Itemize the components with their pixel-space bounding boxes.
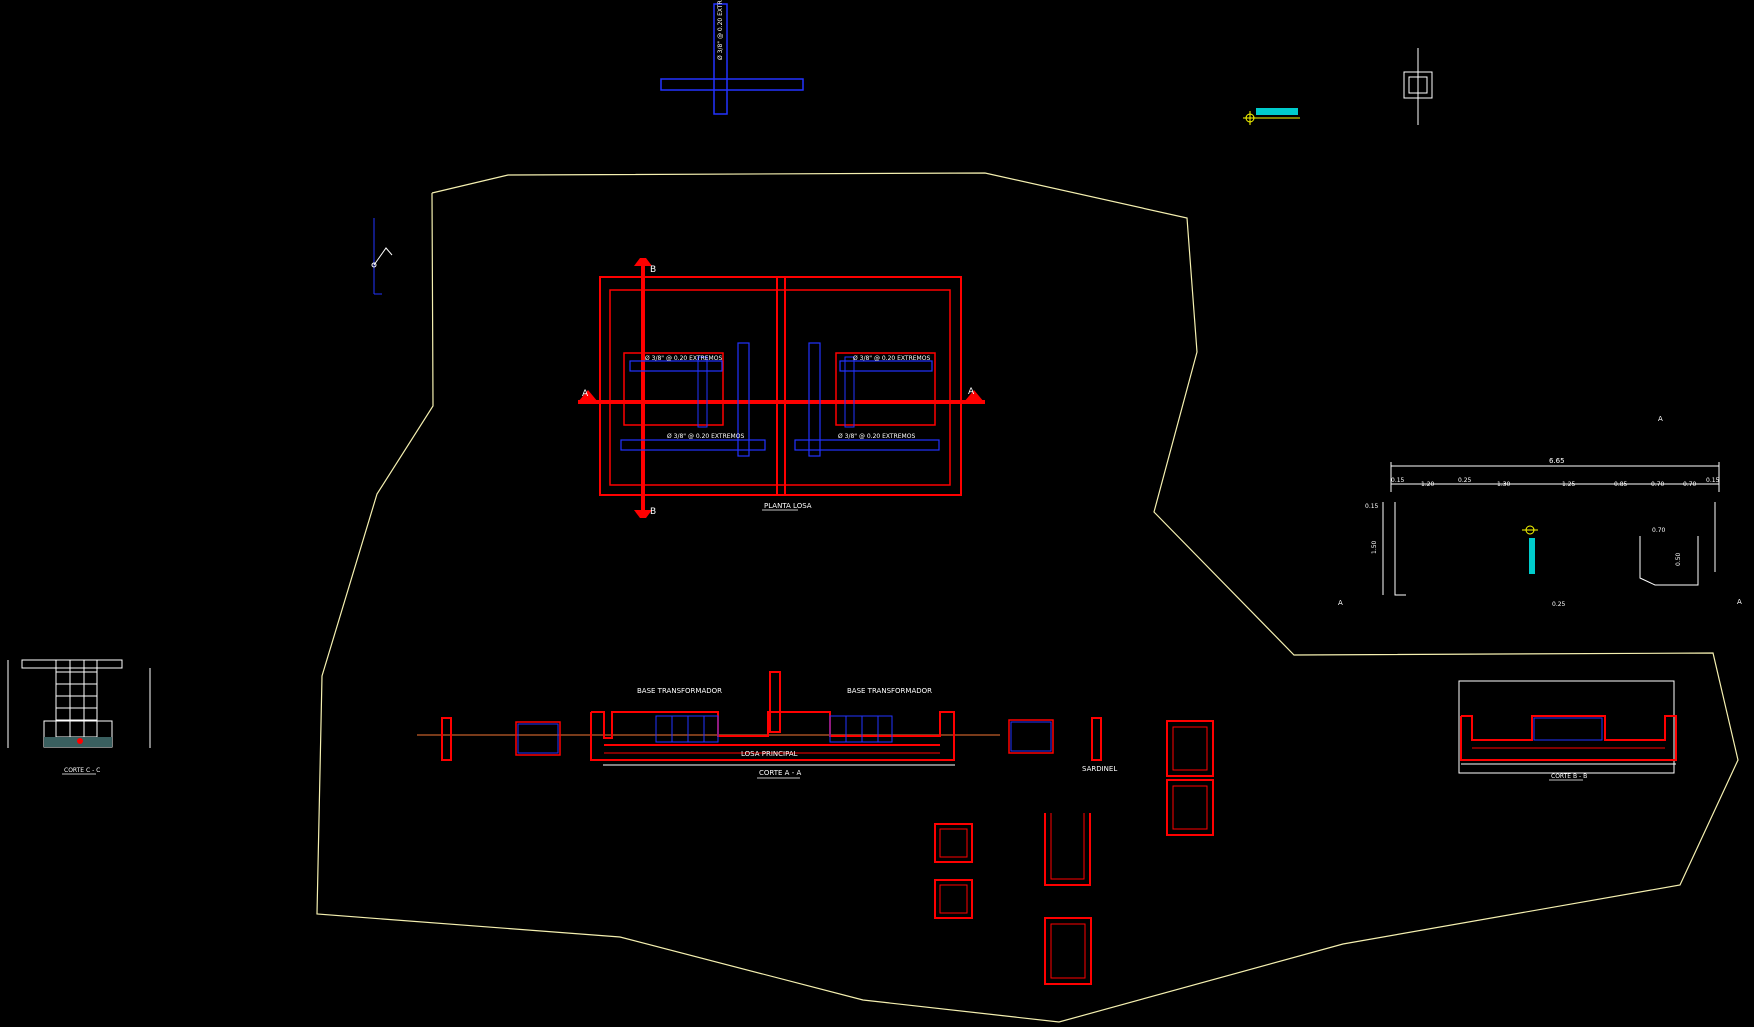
far-right-a-right-marker: A: [1737, 598, 1742, 606]
section-a-title: CORTE A - A: [759, 769, 801, 777]
dim-seg-5: 1.25: [1562, 481, 1576, 488]
dim-seg-6: 0.85: [1614, 481, 1628, 488]
dim-inner-width: 0.70: [1652, 527, 1666, 534]
right-dimension-detail: 6.65 0.15 1.20 0.25 1.30 1.25 0.85 0.70 …: [1338, 415, 1742, 608]
section-c-title: CORTE C - C: [64, 767, 100, 774]
plan-title: PLANTA LOSA: [764, 502, 812, 510]
dim-bottom: 0.25: [1552, 601, 1566, 608]
plan-section-b-top-label: B: [650, 265, 656, 275]
dim-seg-9: 0.15: [1706, 477, 1720, 484]
section-b-title: CORTE B - B: [1551, 773, 1587, 780]
dim-seg-2: 1.20: [1421, 481, 1435, 488]
top-rebar-cross-detail: Ø 3/8" @ 0.20 EXTREMOS: [660, 0, 804, 115]
lower-detail-boxes: [934, 720, 1214, 985]
dim-seg-4: 1.30: [1497, 481, 1511, 488]
far-right-a-top-marker: A: [1658, 415, 1663, 423]
dim-left-top: 0.15: [1365, 503, 1379, 510]
plan-section-a-right-label: A: [968, 387, 975, 397]
section-a-slab-label: LOSA PRINCIPAL: [741, 750, 798, 758]
plan-section-a-left-label: A: [582, 389, 589, 399]
svg-text:Ø 3/8" @ 0.20 EXTREMOS: Ø 3/8" @ 0.20 EXTREMOS: [645, 355, 722, 362]
section-a-sardinel-label: SARDINEL: [1082, 765, 1117, 773]
level-marker-top: [1243, 108, 1300, 125]
section-a-a: BASE TRANSFORMADOR BASE TRANSFORMADOR LO…: [417, 671, 1117, 779]
dim-seg-8: 0.70: [1683, 481, 1697, 488]
site-boundary: [316, 172, 1739, 1023]
plan-section-b-bottom-label: B: [650, 507, 656, 517]
svg-text:Ø 3/8" @ 0.20 EXTREMOS: Ø 3/8" @ 0.20 EXTREMOS: [853, 355, 930, 362]
svg-text:Ø 3/8" @ 0.20 EXTREMOS: Ø 3/8" @ 0.20 EXTREMOS: [838, 433, 915, 440]
section-a-right-base-label: BASE TRANSFORMADOR: [847, 687, 932, 695]
dim-seg-3: 0.25: [1458, 477, 1472, 484]
section-b-b: CORTE B - B: [1458, 680, 1677, 781]
dim-seg-1: 0.15: [1391, 477, 1405, 484]
column-symbol-top-right: [1403, 48, 1433, 125]
left-elevation-detail: CORTE C - C: [7, 659, 151, 775]
dim-seg-7: 0.70: [1651, 481, 1665, 488]
dim-total: 6.65: [1549, 457, 1565, 465]
slab-plan: Ø 3/8" @ 0.20 EXTREMOS Ø 3/8" @ 0.20 EXT…: [578, 258, 985, 518]
dim-inner-height: 0.50: [1675, 552, 1682, 566]
left-axis-marker: [371, 218, 393, 295]
far-right-a-left-marker: A: [1338, 599, 1343, 607]
dim-left-height: 1.50: [1371, 540, 1378, 554]
svg-text:Ø 3/8" @ 0.20 EXTREMOS: Ø 3/8" @ 0.20 EXTREMOS: [667, 433, 744, 440]
section-a-left-base-label: BASE TRANSFORMADOR: [637, 687, 722, 695]
svg-text:Ø 3/8" @ 0.20 EXTREMOS: Ø 3/8" @ 0.20 EXTREMOS: [717, 0, 724, 60]
